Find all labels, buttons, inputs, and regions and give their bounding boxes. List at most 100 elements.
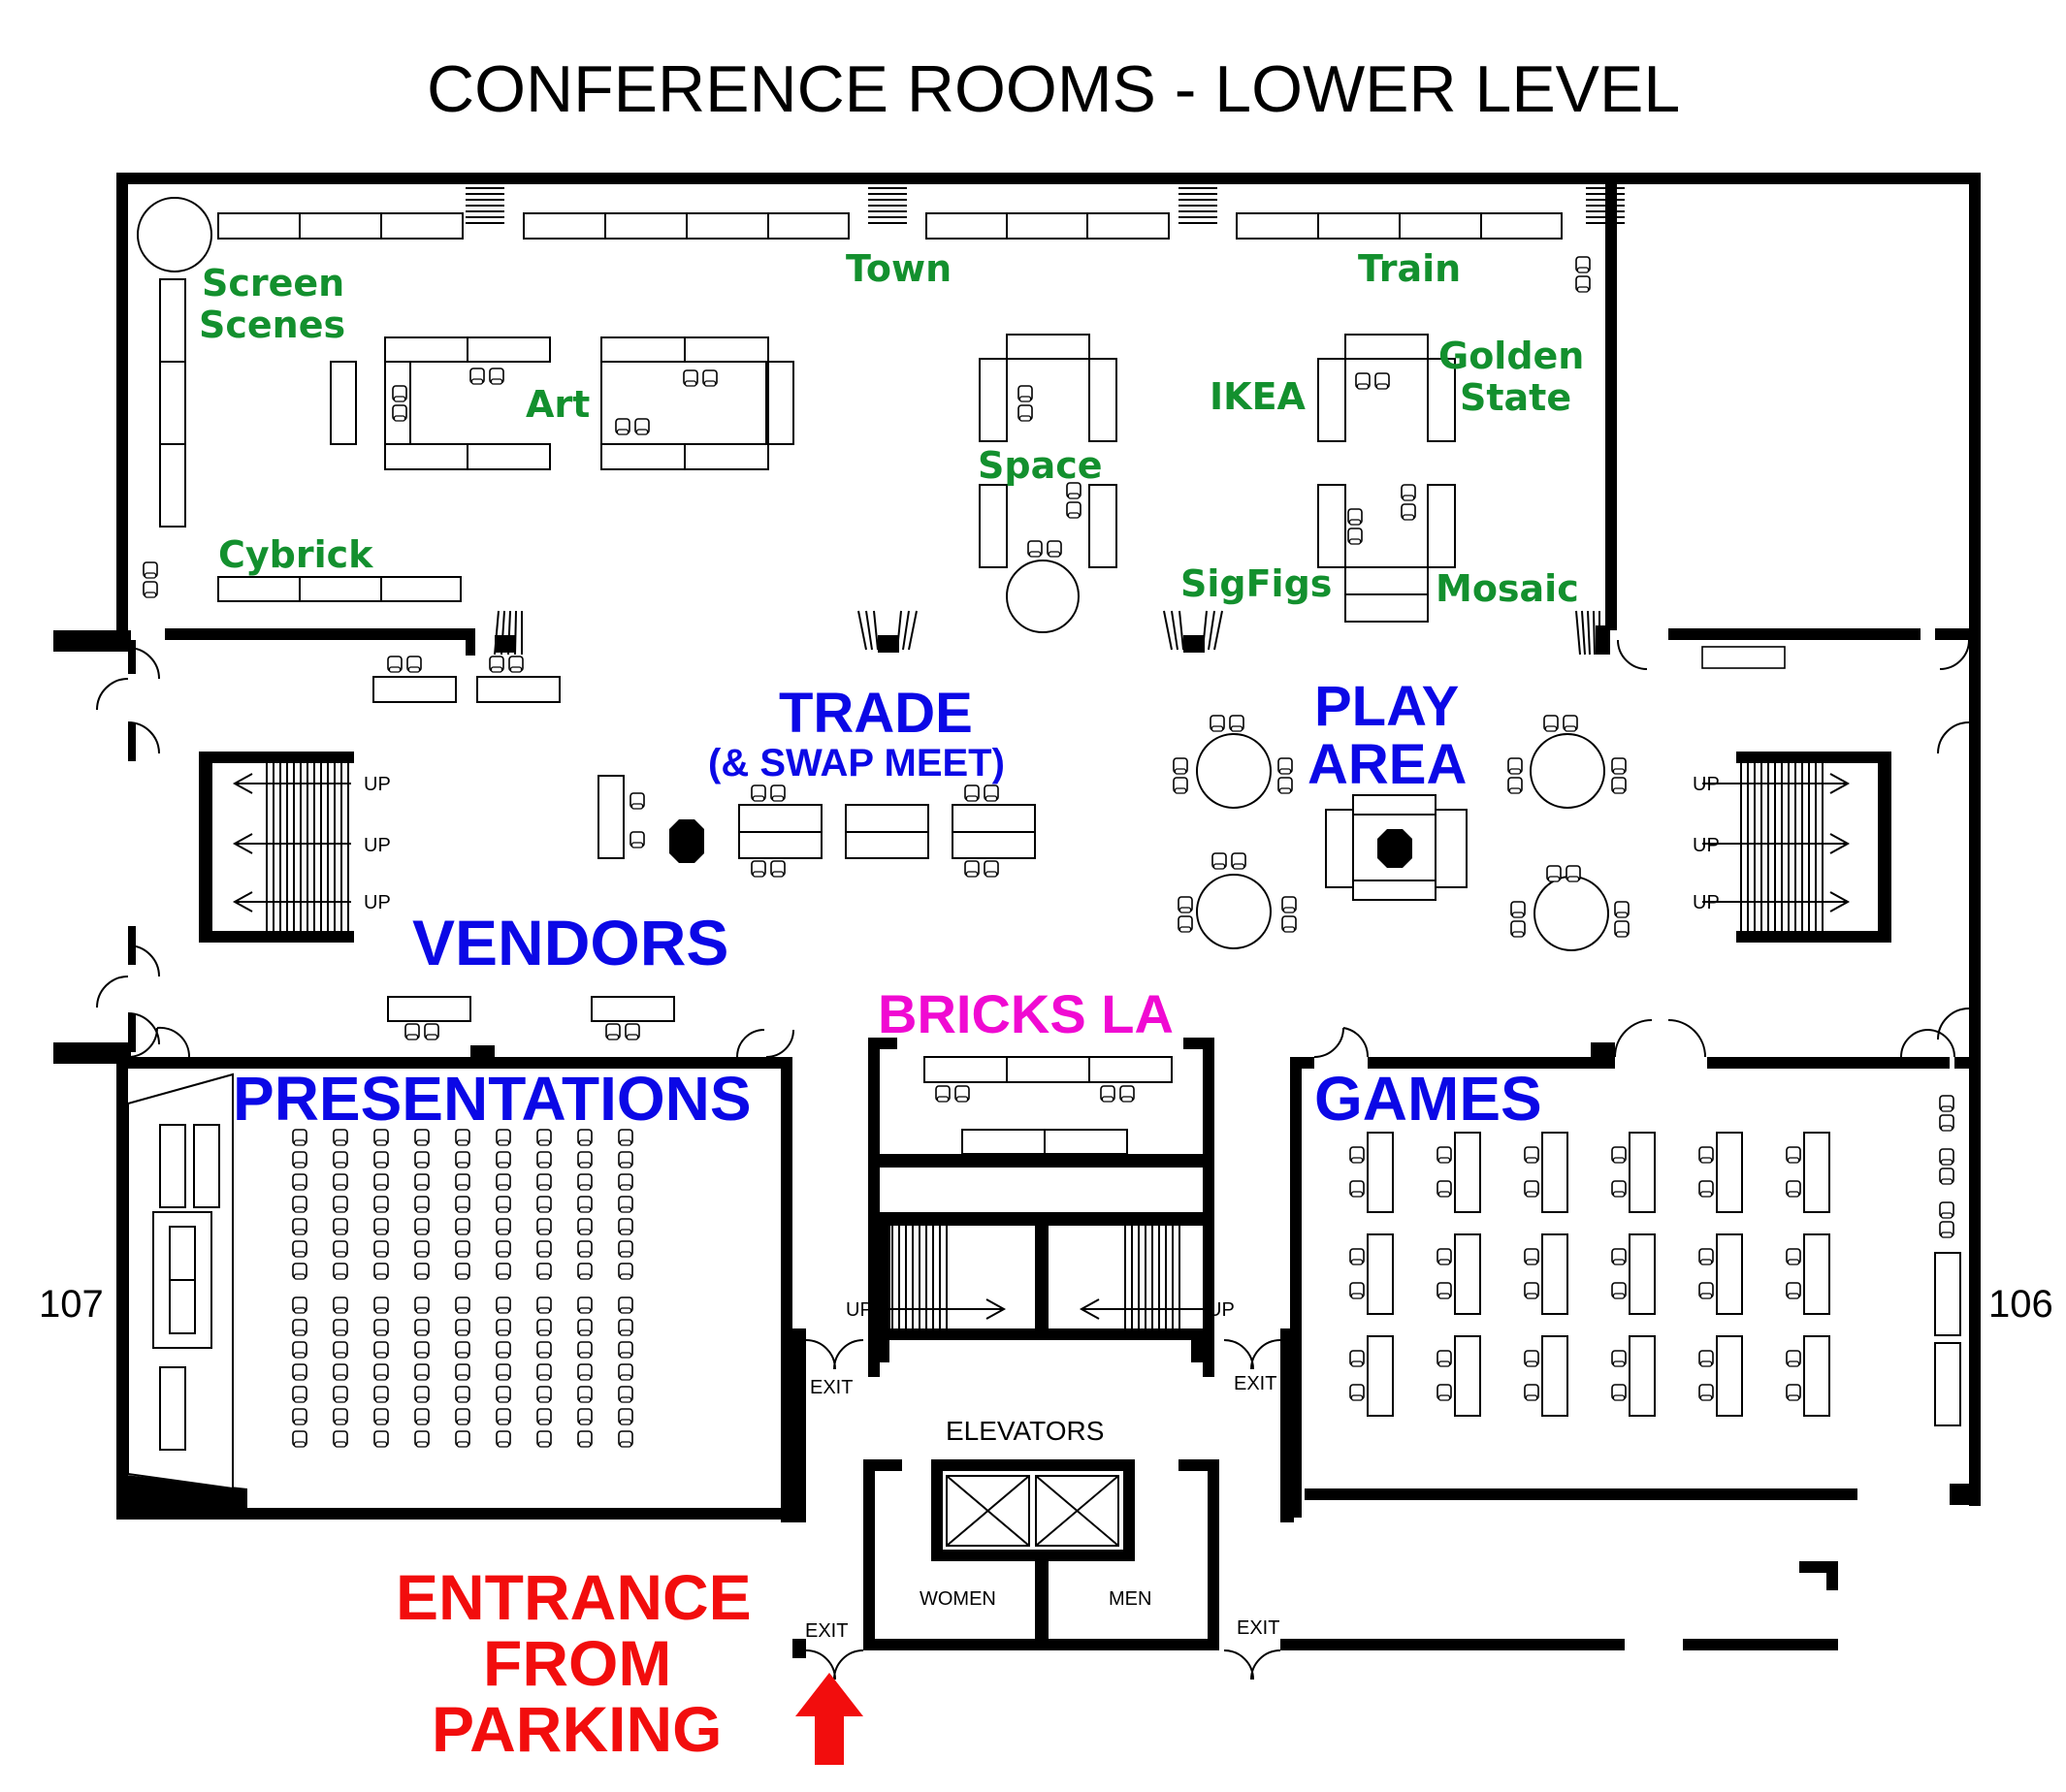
label-space: Space bbox=[978, 444, 1103, 487]
chair-icon bbox=[455, 1363, 470, 1381]
chair-icon bbox=[536, 1263, 552, 1280]
chair-icon bbox=[1611, 1384, 1627, 1401]
chair-icon bbox=[1786, 1282, 1801, 1299]
label-up-right-3: UP bbox=[1693, 892, 1720, 913]
chair-icon bbox=[1437, 1384, 1452, 1401]
chair-icon bbox=[292, 1196, 307, 1213]
chair-icon bbox=[496, 1196, 511, 1213]
upper-hall-walls bbox=[165, 184, 1979, 656]
chair-icon bbox=[1524, 1350, 1539, 1367]
chair-icon bbox=[373, 1218, 389, 1235]
game-table bbox=[1803, 1233, 1830, 1315]
chair-icon bbox=[577, 1196, 593, 1213]
chair-icon bbox=[1349, 1350, 1365, 1367]
label-vendors: VENDORS bbox=[412, 907, 728, 978]
chair-icon bbox=[1437, 1146, 1452, 1164]
label-swap-meet: (& SWAP MEET) bbox=[708, 742, 1005, 784]
label-golden-state-2: State bbox=[1460, 376, 1571, 419]
chair-icon bbox=[536, 1408, 552, 1425]
chair-icon bbox=[333, 1263, 348, 1280]
chair-icon bbox=[1698, 1180, 1714, 1198]
chair-icon bbox=[292, 1408, 307, 1425]
chair-icon bbox=[455, 1386, 470, 1403]
chair-icon bbox=[1437, 1180, 1452, 1198]
label-games: GAMES bbox=[1314, 1064, 1542, 1134]
chair-icon bbox=[536, 1319, 552, 1336]
game-table bbox=[1541, 1132, 1568, 1213]
chair-icon bbox=[414, 1408, 430, 1425]
chair-icon bbox=[1786, 1180, 1801, 1198]
chair-icon bbox=[455, 1218, 470, 1235]
chair-icon bbox=[455, 1263, 470, 1280]
top-room-furniture bbox=[137, 197, 1591, 633]
chair-icon bbox=[536, 1173, 552, 1191]
chair-icon bbox=[618, 1173, 633, 1191]
chair-icon bbox=[618, 1319, 633, 1336]
chair-icon bbox=[1611, 1146, 1627, 1164]
chair-icon bbox=[1524, 1248, 1539, 1265]
chair-icon bbox=[414, 1173, 430, 1191]
label-up-center-left: UP bbox=[846, 1299, 873, 1321]
chair-icon bbox=[455, 1430, 470, 1448]
chair-icon bbox=[373, 1296, 389, 1314]
lower-walls bbox=[127, 1019, 1979, 1680]
chair-icon bbox=[536, 1218, 552, 1235]
chair-icon bbox=[618, 1386, 633, 1403]
chair-icon bbox=[414, 1363, 430, 1381]
chair-icon bbox=[1437, 1350, 1452, 1367]
chair-icon bbox=[292, 1319, 307, 1336]
chair-icon bbox=[1524, 1180, 1539, 1198]
presentation-seating bbox=[292, 1129, 633, 1448]
chair-icon bbox=[496, 1151, 511, 1168]
label-women: WOMEN bbox=[920, 1588, 996, 1610]
chair-icon bbox=[577, 1386, 593, 1403]
chair-icon bbox=[292, 1363, 307, 1381]
chair-icon bbox=[292, 1341, 307, 1359]
chair-icon bbox=[333, 1196, 348, 1213]
chair-icon bbox=[618, 1151, 633, 1168]
chair-icon bbox=[333, 1240, 348, 1258]
chair-icon bbox=[496, 1218, 511, 1235]
chair-icon bbox=[577, 1151, 593, 1168]
label-ikea: IKEA bbox=[1210, 375, 1307, 418]
chair-icon bbox=[496, 1363, 511, 1381]
chair-icon bbox=[373, 1319, 389, 1336]
game-table bbox=[1716, 1233, 1743, 1315]
chair-icon bbox=[1786, 1384, 1801, 1401]
label-room-106: 106 bbox=[1988, 1283, 2053, 1326]
label-exit-upper-left: EXIT bbox=[810, 1377, 853, 1398]
chair-icon bbox=[577, 1430, 593, 1448]
section-labels: Screen Scenes Town Train Art Space IKEA … bbox=[39, 247, 2053, 1765]
label-cybrick: Cybrick bbox=[218, 533, 373, 576]
label-play-area-1: PLAY bbox=[1314, 675, 1459, 738]
chair-icon bbox=[373, 1363, 389, 1381]
chair-icon bbox=[496, 1341, 511, 1359]
chair-icon bbox=[414, 1151, 430, 1168]
chair-icon bbox=[1524, 1384, 1539, 1401]
chair-icon bbox=[333, 1430, 348, 1448]
chair-icon bbox=[496, 1263, 511, 1280]
chair-icon bbox=[1349, 1180, 1365, 1198]
chair-icon bbox=[333, 1296, 348, 1314]
chair-icon bbox=[1698, 1282, 1714, 1299]
label-up-left-1: UP bbox=[364, 774, 391, 795]
chair-icon bbox=[618, 1218, 633, 1235]
chair-icon bbox=[333, 1218, 348, 1235]
chair-icon bbox=[1611, 1180, 1627, 1198]
wall-hatches bbox=[466, 187, 1625, 656]
label-screen-scenes-1: Screen bbox=[202, 262, 344, 304]
chair-icon bbox=[333, 1408, 348, 1425]
chair-icon bbox=[496, 1296, 511, 1314]
chair-icon bbox=[618, 1263, 633, 1280]
game-table bbox=[1541, 1335, 1568, 1417]
chair-icon bbox=[496, 1386, 511, 1403]
chair-icon bbox=[1698, 1146, 1714, 1164]
game-tables bbox=[1349, 1132, 1830, 1417]
chair-icon bbox=[1786, 1146, 1801, 1164]
chair-icon bbox=[618, 1363, 633, 1381]
chair-icon bbox=[577, 1263, 593, 1280]
chair-icon bbox=[618, 1408, 633, 1425]
chair-icon bbox=[292, 1218, 307, 1235]
chair-icon bbox=[414, 1218, 430, 1235]
game-table bbox=[1803, 1132, 1830, 1213]
